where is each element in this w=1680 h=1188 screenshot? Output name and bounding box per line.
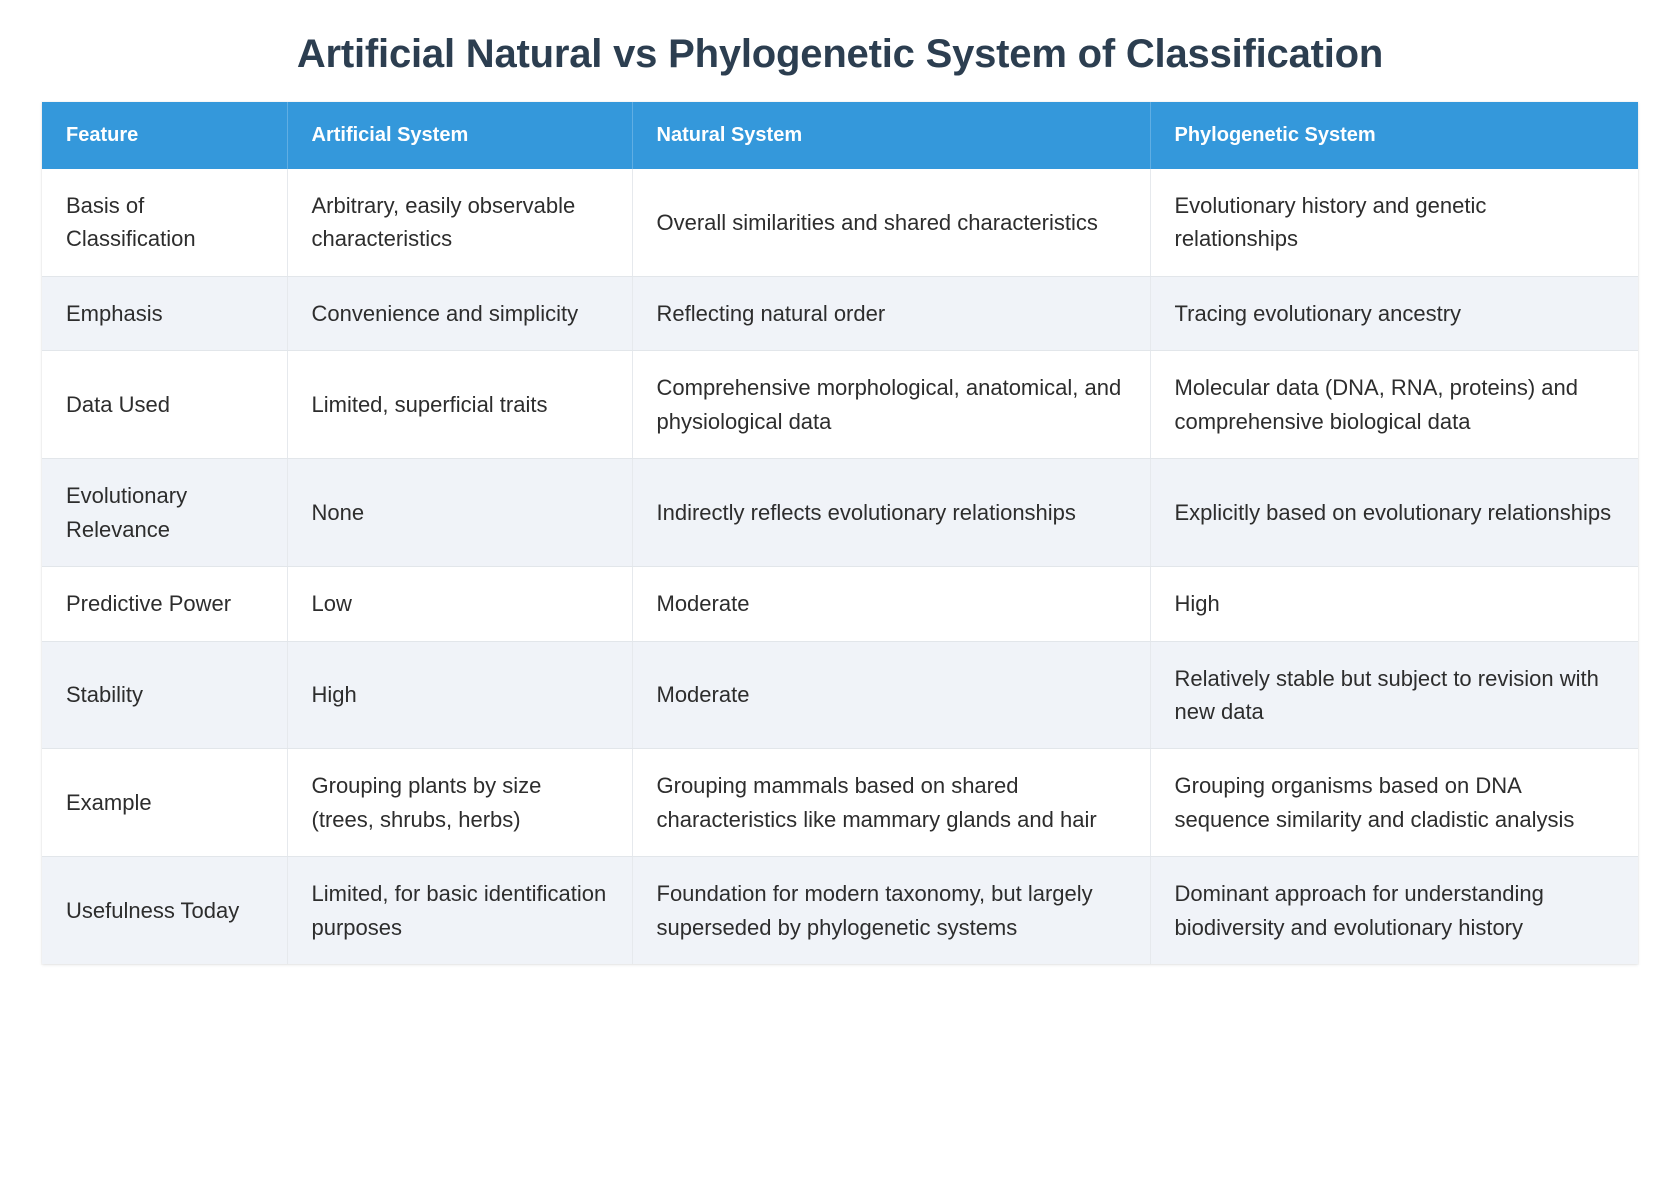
comparison-table: Feature Artificial System Natural System… <box>42 102 1638 965</box>
cell-artificial: Limited, superficial traits <box>287 350 633 460</box>
cell-feature: Evolutionary Relevance <box>42 458 288 568</box>
column-header-feature[interactable]: Feature <box>42 102 288 169</box>
cell-phylogenetic: Molecular data (DNA, RNA, proteins) and … <box>1150 350 1638 460</box>
cell-phylogenetic: High <box>1150 566 1638 642</box>
table-body: Basis of Classification Arbitrary, easil… <box>42 169 1638 965</box>
cell-artificial: High <box>287 641 633 750</box>
page-title: Artificial Natural vs Phylogenetic Syste… <box>296 32 1384 76</box>
cell-phylogenetic: Relatively stable but subject to revisio… <box>1150 641 1638 750</box>
cell-natural: Moderate <box>632 641 1151 750</box>
cell-phylogenetic: Grouping organisms based on DNA sequence… <box>1150 748 1638 858</box>
cell-feature: Stability <box>42 641 288 750</box>
cell-phylogenetic: Dominant approach for understanding biod… <box>1150 856 1638 965</box>
cell-phylogenetic: Evolutionary history and genetic relatio… <box>1150 169 1638 277</box>
cell-natural: Overall similarities and shared characte… <box>632 169 1151 277</box>
column-header-phylogenetic[interactable]: Phylogenetic System <box>1150 102 1638 169</box>
cell-feature: Example <box>42 748 288 858</box>
cell-phylogenetic: Explicitly based on evolutionary relatio… <box>1150 458 1638 568</box>
cell-natural: Grouping mammals based on shared charact… <box>632 748 1151 858</box>
cell-feature: Data Used <box>42 350 288 460</box>
table-row: Emphasis Convenience and simplicity Refl… <box>42 276 1638 352</box>
table-row: Basis of Classification Arbitrary, easil… <box>42 169 1638 277</box>
cell-artificial: Grouping plants by size (trees, shrubs, … <box>287 748 633 858</box>
cell-feature: Basis of Classification <box>42 169 288 277</box>
cell-natural: Foundation for modern taxonomy, but larg… <box>632 856 1151 965</box>
table-row: Usefulness Today Limited, for basic iden… <box>42 856 1638 965</box>
cell-natural: Moderate <box>632 566 1151 642</box>
table-row: Example Grouping plants by size (trees, … <box>42 748 1638 858</box>
cell-natural: Reflecting natural order <box>632 276 1151 352</box>
table-row: Data Used Limited, superficial traits Co… <box>42 350 1638 460</box>
cell-artificial: Low <box>287 566 633 642</box>
column-header-artificial[interactable]: Artificial System <box>287 102 633 169</box>
cell-artificial: Limited, for basic identification purpos… <box>287 856 633 965</box>
cell-artificial: None <box>287 458 633 568</box>
cell-phylogenetic: Tracing evolutionary ancestry <box>1150 276 1638 352</box>
cell-natural: Comprehensive morphological, anatomical,… <box>632 350 1151 460</box>
cell-artificial: Convenience and simplicity <box>287 276 633 352</box>
table-header: Feature Artificial System Natural System… <box>42 102 1638 169</box>
cell-feature: Predictive Power <box>42 566 288 642</box>
table-header-row: Feature Artificial System Natural System… <box>42 102 1638 169</box>
cell-artificial: Arbitrary, easily observable characteris… <box>287 169 633 277</box>
cell-feature: Emphasis <box>42 276 288 352</box>
column-header-natural[interactable]: Natural System <box>632 102 1151 169</box>
cell-feature: Usefulness Today <box>42 856 288 965</box>
comparison-table-container: Feature Artificial System Natural System… <box>42 102 1638 965</box>
table-row: Stability High Moderate Relatively stabl… <box>42 641 1638 750</box>
table-row: Predictive Power Low Moderate High <box>42 566 1638 642</box>
table-row: Evolutionary Relevance None Indirectly r… <box>42 458 1638 568</box>
cell-natural: Indirectly reflects evolutionary relatio… <box>632 458 1151 568</box>
